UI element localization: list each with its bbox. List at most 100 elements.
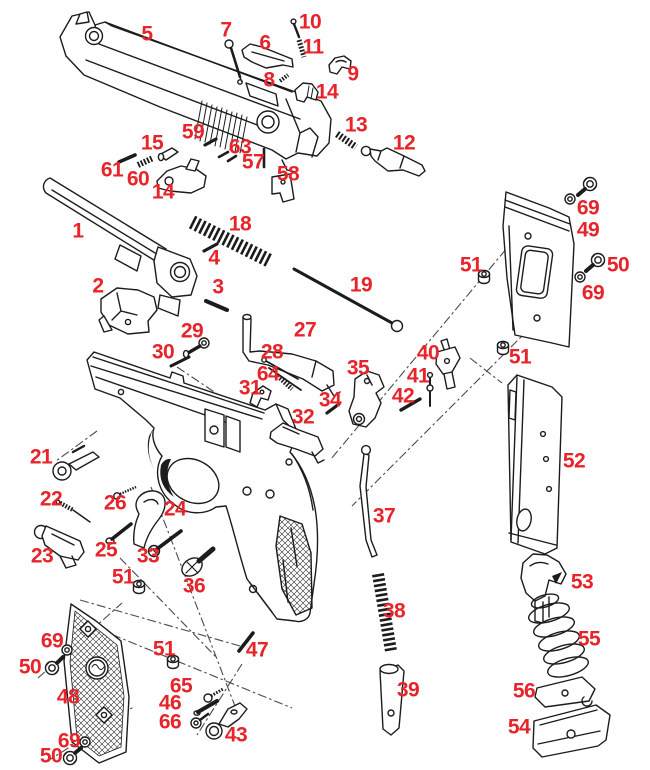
part-label-3-22: 3 xyxy=(212,275,224,299)
part-label-39-58: 39 xyxy=(396,678,420,702)
part-label-55-54: 55 xyxy=(577,627,601,651)
part-label-48-62: 48 xyxy=(56,685,80,709)
grip-screw-mid-right xyxy=(574,252,606,283)
small-parts-row-drawing xyxy=(117,137,295,203)
pin-spring-10-11-drawing xyxy=(290,18,307,58)
pin-34-drawing xyxy=(325,402,341,415)
part-label-37-51: 37 xyxy=(372,504,396,528)
part-label-60-14: 60 xyxy=(126,167,150,191)
trigger-drawing xyxy=(133,490,166,549)
part-label-23-46: 23 xyxy=(30,544,54,568)
part-label-69-27: 69 xyxy=(581,281,605,305)
part-label-47-59: 47 xyxy=(245,638,269,662)
part-label-33-48: 33 xyxy=(136,544,160,568)
spring-13-drawing xyxy=(335,131,358,150)
hammer-drawing xyxy=(348,370,385,428)
part-label-53-53: 53 xyxy=(570,570,594,594)
part-label-26-44: 26 xyxy=(103,491,127,515)
slide-drawing xyxy=(59,11,332,173)
part-label-34-35: 34 xyxy=(318,388,342,412)
part-label-58-17: 58 xyxy=(276,162,300,186)
part-label-11-4: 11 xyxy=(302,35,324,59)
hammer-spring-drawing xyxy=(372,573,397,652)
part-label-31-34: 31 xyxy=(238,376,262,400)
part-label-63-12: 63 xyxy=(228,135,252,159)
pin-19-drawing xyxy=(292,267,404,333)
part-label-54-56: 54 xyxy=(507,715,531,739)
part-label-57-16: 57 xyxy=(241,150,265,174)
part-label-43-67: 43 xyxy=(224,723,248,747)
grip-screw-36-drawing xyxy=(181,546,216,577)
part-label-69-68: 69 xyxy=(57,729,81,753)
locking-block-drawing xyxy=(98,287,158,335)
trigger-bar-drawing xyxy=(269,422,325,464)
part-label-40-38: 40 xyxy=(416,341,440,365)
part-label-69-60: 69 xyxy=(40,629,64,653)
part-label-21-42: 21 xyxy=(29,445,53,469)
magazine-spring-drawing xyxy=(527,593,590,678)
barrel-drawing xyxy=(42,177,198,317)
part-label-65-64: 65 xyxy=(169,674,193,698)
part-label-19-23: 19 xyxy=(349,273,373,297)
part-label-24-45: 24 xyxy=(163,497,187,521)
part-label-35-37: 35 xyxy=(346,356,370,380)
pin-41-drawing xyxy=(426,371,434,407)
part-label-25-47: 25 xyxy=(94,538,118,562)
grip-screw-bottom-left xyxy=(62,736,91,766)
part-label-38-57: 38 xyxy=(382,599,406,623)
extractor-drawing xyxy=(241,43,294,69)
rear-sight-drawing xyxy=(328,55,352,75)
part-label-69-24: 69 xyxy=(576,196,600,220)
part-label-36-50: 36 xyxy=(182,574,206,598)
locking-plate-drawing xyxy=(534,676,596,708)
part-label-29-29: 29 xyxy=(180,319,204,343)
follower-drawing xyxy=(520,553,567,624)
left-grip-panel-drawing xyxy=(63,603,130,764)
part-label-59-10: 59 xyxy=(181,120,205,144)
part-label-42-40: 42 xyxy=(391,384,415,408)
part-label-51-41: 51 xyxy=(508,345,532,369)
part-label-7-1: 7 xyxy=(220,18,232,42)
part-label-56-55: 56 xyxy=(512,679,536,703)
part-label-49-25: 49 xyxy=(576,218,600,242)
part-label-64-33: 64 xyxy=(256,362,280,386)
pin-4-drawing xyxy=(202,242,219,253)
part-label-22-43: 22 xyxy=(39,487,63,511)
part-label-6-3: 6 xyxy=(259,31,271,55)
lever-31-drawing xyxy=(249,385,272,408)
lever-40-drawing xyxy=(435,338,461,390)
spring-64-drawing xyxy=(273,370,294,391)
part-label-66-66: 66 xyxy=(158,710,182,734)
trigger-bar-spring-drawing xyxy=(261,357,302,391)
part-label-32-36: 32 xyxy=(291,405,315,429)
right-grip-panel-drawing xyxy=(502,191,575,348)
part-label-4-20: 4 xyxy=(208,246,220,270)
recoil-spring-drawing xyxy=(188,215,274,268)
spring-cap-drawing xyxy=(379,663,405,736)
lanyard-cluster-drawing xyxy=(190,687,248,740)
part-label-50-26: 50 xyxy=(606,253,630,277)
hammer-strut-drawing xyxy=(359,444,378,558)
pin-42-drawing xyxy=(399,397,422,412)
slide-stop-drawing xyxy=(242,313,341,397)
part-label-61-13: 61 xyxy=(100,158,124,182)
pin-3-drawing xyxy=(204,299,229,312)
spring-22-drawing xyxy=(55,499,91,523)
lever-21-drawing xyxy=(52,444,100,481)
part-label-10-2: 10 xyxy=(298,10,322,34)
grip-screw-top-right xyxy=(564,176,598,205)
part-label-14-15: 14 xyxy=(151,180,175,204)
pins-29-30-drawing xyxy=(169,337,210,368)
part-label-5-0: 5 xyxy=(141,22,153,46)
part-label-51-63: 51 xyxy=(152,637,176,661)
part-label-50-61: 50 xyxy=(18,655,42,679)
pin-47-drawing xyxy=(237,631,255,653)
part-label-18-19: 18 xyxy=(228,212,252,236)
part-label-15-11: 15 xyxy=(140,131,164,155)
part-label-14-7: 14 xyxy=(315,80,339,104)
frame-drawing xyxy=(86,351,319,623)
part-label-46-65: 46 xyxy=(158,691,182,715)
